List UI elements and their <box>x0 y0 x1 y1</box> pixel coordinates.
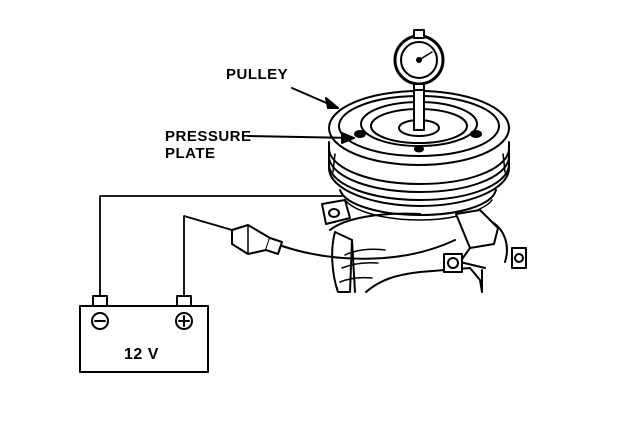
pulley-label: PULLEY <box>226 66 289 83</box>
pressure-plate-label: PRESSURE PLATE <box>165 128 252 162</box>
battery <box>79 295 209 373</box>
negative-terminal-icon <box>91 312 109 330</box>
mounting-bracket <box>321 199 351 225</box>
pressure-plate-label-line2: PLATE <box>165 145 216 162</box>
battery-voltage-label: 12 V <box>124 346 159 363</box>
compressor-body <box>329 212 483 293</box>
dial-indicator <box>393 29 445 131</box>
jumper-wires <box>99 195 343 301</box>
clutch-housing <box>339 189 497 221</box>
positive-terminal-icon <box>175 312 193 330</box>
pressure-plate-label-line1: PRESSURE <box>165 128 252 145</box>
clutch-connector <box>231 209 527 293</box>
label-arrows <box>247 87 355 144</box>
